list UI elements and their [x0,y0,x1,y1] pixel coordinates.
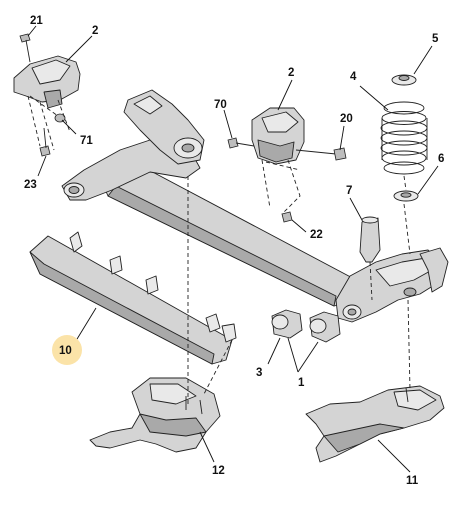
bushing-right [309,311,341,343]
left-bracket-guides [27,95,71,151]
coil-spring [380,101,428,175]
callout-6: 6 [438,153,444,165]
callout-70: 70 [214,99,227,111]
underbody-shield-left [89,377,221,453]
callout-1: 1 [298,377,305,389]
spring-guides [369,175,411,301]
bolt-21 [19,33,31,63]
bolt-70 [227,137,255,149]
rear-axle-beam [61,89,449,323]
callout-7: 7 [346,185,352,197]
callout-11: 11 [406,475,419,487]
underbody-shield-right [305,385,445,463]
callout-71: 71 [80,135,93,147]
callout-2-left: 2 [92,25,98,37]
callout-10-highlight [52,335,82,365]
bolt-20 [295,147,347,161]
bump-stop [359,216,381,263]
spring-lower-seat [393,190,419,202]
callout-21: 21 [30,15,43,27]
callout-4: 4 [350,71,357,83]
bushing-left [271,309,303,339]
bolt-23 [39,127,51,157]
center-mount-bracket [251,107,305,165]
left-shield-guides [187,176,233,404]
callout-22: 22 [310,229,323,241]
callout-2-center: 2 [288,67,294,79]
bolt-22 [281,211,293,223]
right-shield-guides [407,299,411,391]
callout-23: 23 [24,179,37,191]
callout-12: 12 [212,465,225,477]
heat-shield-long [29,231,237,365]
callout-10: 10 [59,345,72,357]
leader-lines [27,25,439,473]
callout-5: 5 [432,33,439,45]
callout-20: 20 [340,113,353,125]
left-mount-bracket [13,55,81,123]
center-bracket-guides [261,159,301,215]
spring-upper-seat [391,74,417,86]
callout-3: 3 [256,367,262,379]
